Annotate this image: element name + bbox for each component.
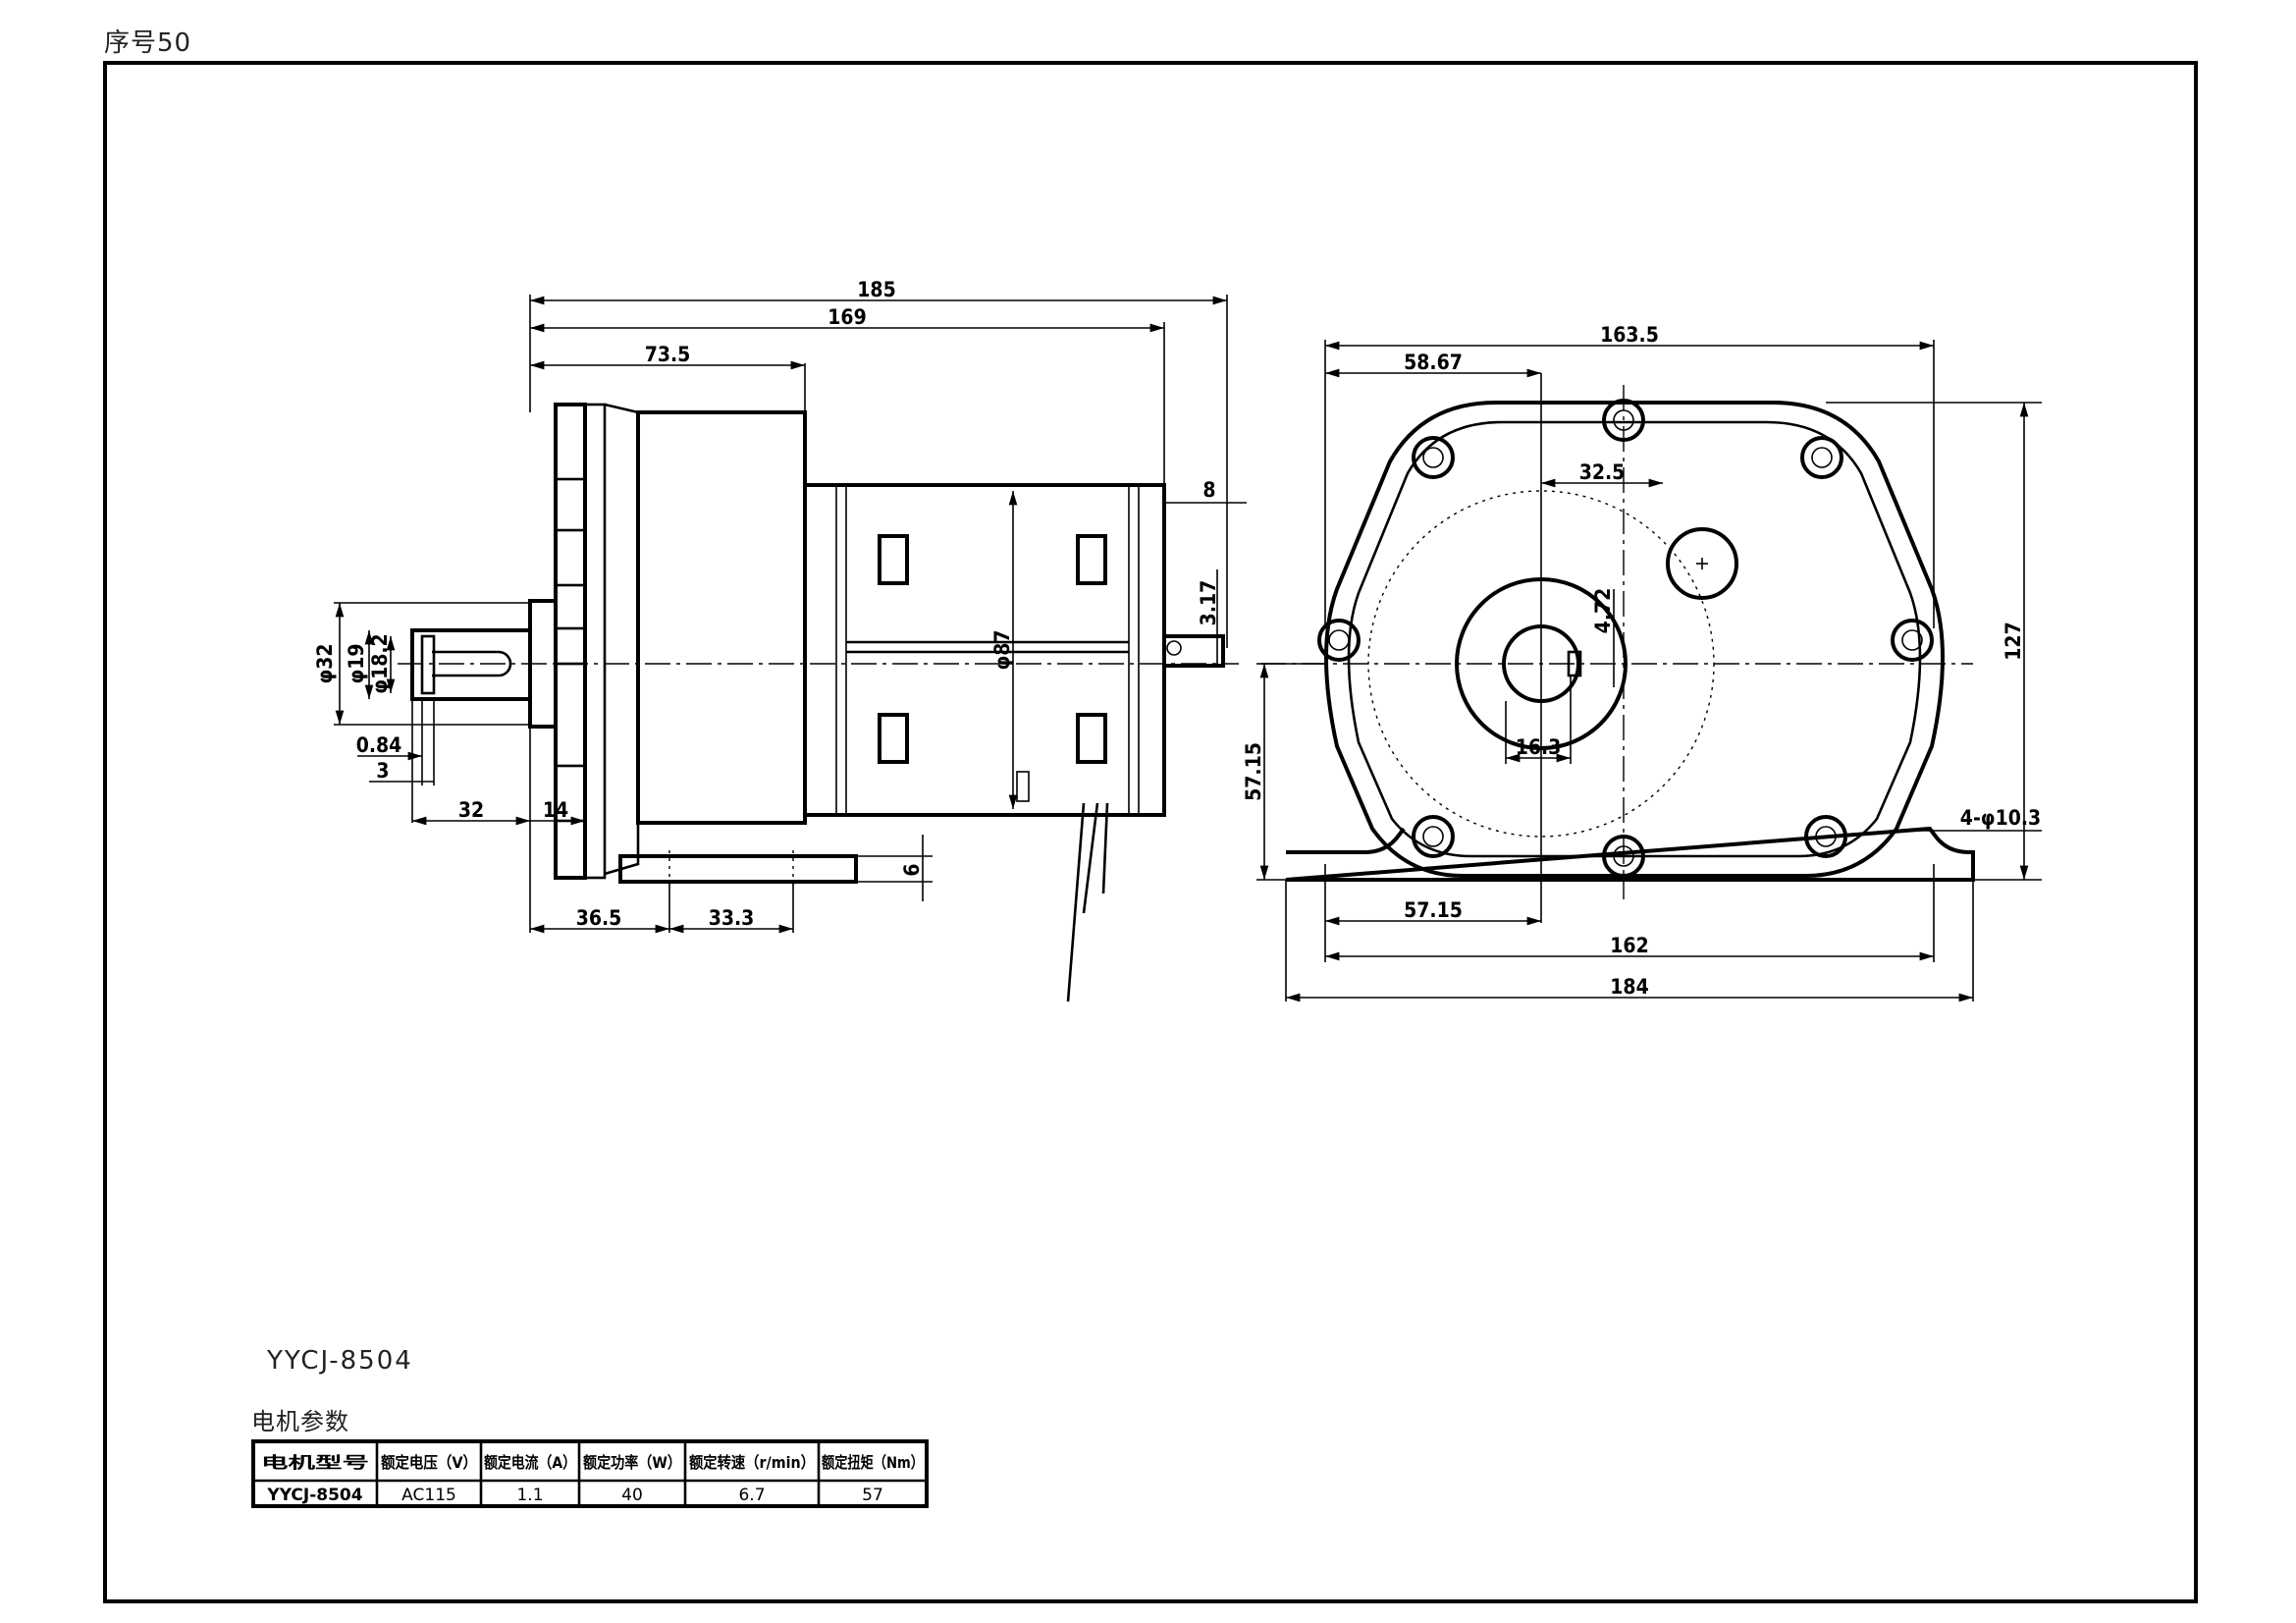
vent-2 [1076, 534, 1107, 585]
base-plate [618, 854, 858, 884]
vent-3 [878, 713, 909, 764]
table-header-cell: 额定电压（V） [381, 1453, 477, 1472]
dim-0-84: 0.84 [356, 733, 402, 757]
dim-holes: 4-φ10.3 [1960, 806, 2041, 830]
table-header-cell: 额定电流（A） [484, 1453, 576, 1472]
dim-33-3: 33.3 [709, 906, 755, 930]
housing-bolts [1317, 399, 1934, 878]
dim-163-5: 163.5 [1600, 323, 1659, 347]
dim-185: 185 [857, 278, 895, 301]
dim-169: 169 [828, 305, 866, 329]
dim-73-5: 73.5 [645, 343, 691, 366]
dim-d32: φ32 [313, 643, 337, 683]
motor-seam-left [835, 484, 847, 816]
dim-57-15h: 57.15 [1404, 898, 1463, 922]
table-cell-torque: 57 [862, 1486, 883, 1505]
shaft-step [420, 634, 436, 695]
table-cell-voltage: AC115 [401, 1486, 456, 1505]
dim-14: 14 [543, 798, 568, 822]
motor-seam-right [1128, 484, 1140, 816]
table-header-cell: 电机型号 [261, 1453, 369, 1472]
gear-pitch-circle [1367, 490, 1715, 838]
drawing-border [103, 61, 2198, 1603]
front-view: 163.5 58.67 32.5 4.72 16.3 127 57.15 4-φ… [1242, 323, 2042, 1002]
vent-4 [1076, 713, 1107, 764]
motor-body [803, 483, 1166, 817]
dim-162: 162 [1610, 934, 1648, 957]
dim-4-72: 4.72 [1591, 588, 1615, 634]
dim-6: 6 [900, 863, 924, 876]
dim-87: φ87 [990, 629, 1014, 670]
motor-shaft-circle [1666, 527, 1738, 600]
output-shaft [410, 628, 532, 701]
dim-184: 184 [1610, 975, 1648, 999]
table-caption: 电机参数 [251, 1408, 349, 1435]
table-frame [251, 1439, 929, 1508]
terminal-tab [1016, 771, 1030, 802]
flange-bevel [604, 403, 640, 876]
base-feet [1285, 826, 1975, 882]
table-header-cell: 额定转速（r/min） [689, 1453, 815, 1472]
dim-32: 32 [458, 798, 484, 822]
lead-wires [1066, 802, 1109, 1002]
bolt-lower [554, 626, 587, 666]
flange-ring [583, 403, 607, 880]
dim-58-67: 58.67 [1404, 351, 1463, 374]
shaft-key [432, 650, 512, 677]
shaft-keyway [1567, 650, 1582, 677]
table-cell-model: YYCJ-8504 [266, 1486, 362, 1505]
dim-d18-2: φ18.2 [368, 633, 392, 693]
dim-36-5: 36.5 [576, 906, 622, 930]
dim-16-3: 16.3 [1516, 735, 1562, 759]
dim-3: 3 [376, 759, 389, 783]
rear-shaft-pin [1166, 640, 1182, 656]
housing-inner [1347, 420, 1922, 858]
model-label: YYCJ-8504 [266, 1346, 413, 1376]
table-header-cell: 额定功率（W） [583, 1453, 681, 1472]
serial-label: 序号50 [104, 28, 191, 58]
dim-32-5: 32.5 [1579, 460, 1626, 484]
side-view: 185 169 73.5 8 3.17 φ87 φ32 φ19 φ18.2 0.… [313, 278, 1247, 1002]
bolt-top [554, 403, 587, 481]
dim-3-17: 3.17 [1197, 580, 1220, 626]
dim-8: 8 [1202, 478, 1215, 502]
params-table: 电机型号 额定电压（V） 额定电流（A） 额定功率（W） 额定转速（r/min）… [251, 1439, 929, 1508]
vent-1 [878, 534, 909, 585]
housing-outer [1324, 401, 1945, 878]
dim-57-15v: 57.15 [1242, 742, 1265, 801]
dim-127: 127 [2002, 622, 2025, 660]
bolt-mid [554, 528, 587, 587]
rear-shaft [1162, 634, 1225, 668]
table-cell-power: 40 [621, 1486, 643, 1505]
gearbox-housing [636, 410, 807, 825]
table-cell-current: 1.1 [516, 1486, 543, 1505]
table-header-cell: 额定扭矩（Nm） [822, 1453, 924, 1472]
dim-d19: φ19 [345, 643, 368, 683]
table-cell-speed: 6.7 [738, 1486, 765, 1505]
